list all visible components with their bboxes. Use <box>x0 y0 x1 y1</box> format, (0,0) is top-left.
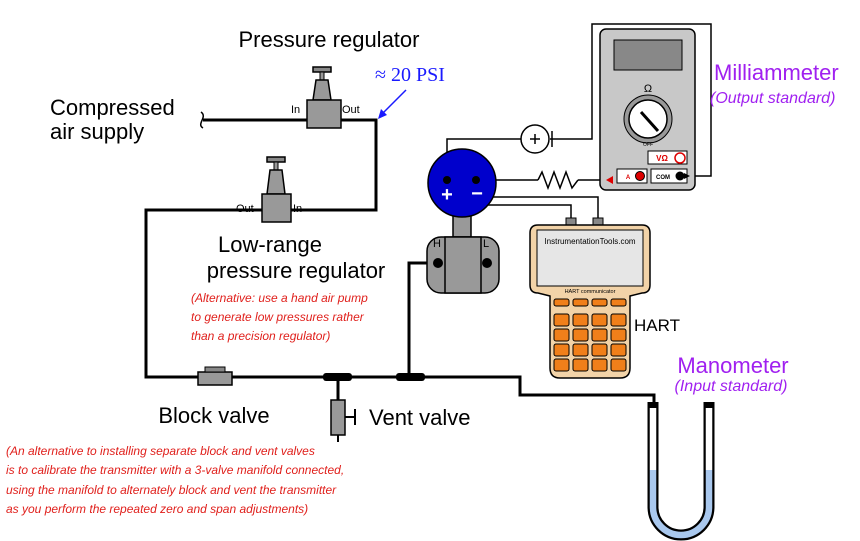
low-range-label-1: Low-range <box>218 232 322 257</box>
alt-manifold-note-1: (An alternative to installing separate b… <box>6 444 315 458</box>
alt-pump-note-2: to generate low pressures rather <box>191 310 365 324</box>
hart-key[interactable] <box>572 313 589 327</box>
pipe-break-symbol <box>199 111 205 129</box>
hart-key[interactable] <box>591 358 608 372</box>
hart-keypad <box>553 298 627 372</box>
block-valve-label: Block valve <box>158 403 269 428</box>
vent-valve-label: Vent valve <box>369 405 471 430</box>
manometer[interactable] <box>647 402 715 541</box>
port-l-label: L <box>483 238 489 250</box>
compressed-air-label-2: air supply <box>50 119 144 144</box>
alt-pump-note-1: (Alternative: use a hand air pump <box>191 291 368 305</box>
meter-ohm-label: Ω <box>644 83 652 95</box>
vent-valve[interactable] <box>330 399 356 442</box>
manometer-label: Manometer <box>677 353 788 378</box>
meter-va-label: VΩ <box>656 154 668 163</box>
hart-key[interactable] <box>572 328 589 342</box>
hart-key[interactable] <box>553 358 570 372</box>
hart-key[interactable] <box>610 358 627 372</box>
input-standard-label: (Input standard) <box>675 378 788 395</box>
alt-manifold-note-3: using the manifold to alternately block … <box>6 483 337 497</box>
low-regulator-out-label: Out <box>236 203 254 215</box>
hart-key[interactable] <box>553 313 570 327</box>
port-l-dot <box>482 258 492 268</box>
transmitter-plus-label: + <box>441 184 453 206</box>
block-valve[interactable] <box>197 366 233 386</box>
port-h-label: H <box>433 238 441 250</box>
hart-key[interactable] <box>591 313 608 327</box>
hart-key[interactable] <box>591 343 608 357</box>
hart-screen-text: InstrumentationTools.com <box>544 237 635 246</box>
alt-manifold-note-4: as you perform the repeated zero and spa… <box>6 502 308 516</box>
meter-com-label: COM <box>656 175 670 181</box>
low-regulator-in-label: In <box>293 203 302 215</box>
hart-key[interactable] <box>572 298 589 307</box>
hart-key[interactable] <box>610 313 627 327</box>
tee-fitting-transmitter <box>396 373 425 381</box>
low-range-label-2: pressure regulator <box>207 258 386 283</box>
hart-key[interactable] <box>610 343 627 357</box>
alt-manifold-note-2: is to calibrate the transmitter with a 3… <box>6 463 344 477</box>
hart-key[interactable] <box>553 298 570 307</box>
pressure-transmitter[interactable] <box>426 148 500 294</box>
meter-a-label: A <box>626 175 631 181</box>
regulator-out-label: Out <box>342 104 360 116</box>
hart-label: HART <box>634 316 680 335</box>
transmitter-minus-label: − <box>471 183 483 205</box>
output-standard-label: (Output standard) <box>710 90 835 107</box>
hart-key[interactable] <box>553 328 570 342</box>
pressure-value-label: ≈ 20 PSI <box>375 64 445 86</box>
hart-key[interactable] <box>591 298 608 307</box>
low-range-regulator[interactable] <box>261 156 292 223</box>
hart-key[interactable] <box>572 343 589 357</box>
hart-key[interactable] <box>610 328 627 342</box>
milliammeter[interactable] <box>599 28 696 191</box>
compressed-air-label-1: Compressed <box>50 95 175 120</box>
regulator-in-label: In <box>291 104 300 116</box>
milliammeter-label: Milliammeter <box>714 60 839 85</box>
hart-communicator-label: HART communicator <box>565 289 616 295</box>
hart-key[interactable] <box>610 298 627 307</box>
pressure-regulator-label: Pressure regulator <box>239 27 420 52</box>
current-source-symbol <box>520 124 553 154</box>
alt-pump-note-3: than a precision regulator) <box>191 329 330 343</box>
hart-key[interactable] <box>553 343 570 357</box>
pressure-arrow <box>378 89 407 119</box>
port-h-dot <box>433 258 443 268</box>
hart-key[interactable] <box>572 358 589 372</box>
hart-key[interactable] <box>591 328 608 342</box>
meter-off-label: OFF <box>643 142 653 148</box>
pressure-regulator[interactable] <box>306 66 342 129</box>
tee-fitting-vent <box>323 373 352 381</box>
